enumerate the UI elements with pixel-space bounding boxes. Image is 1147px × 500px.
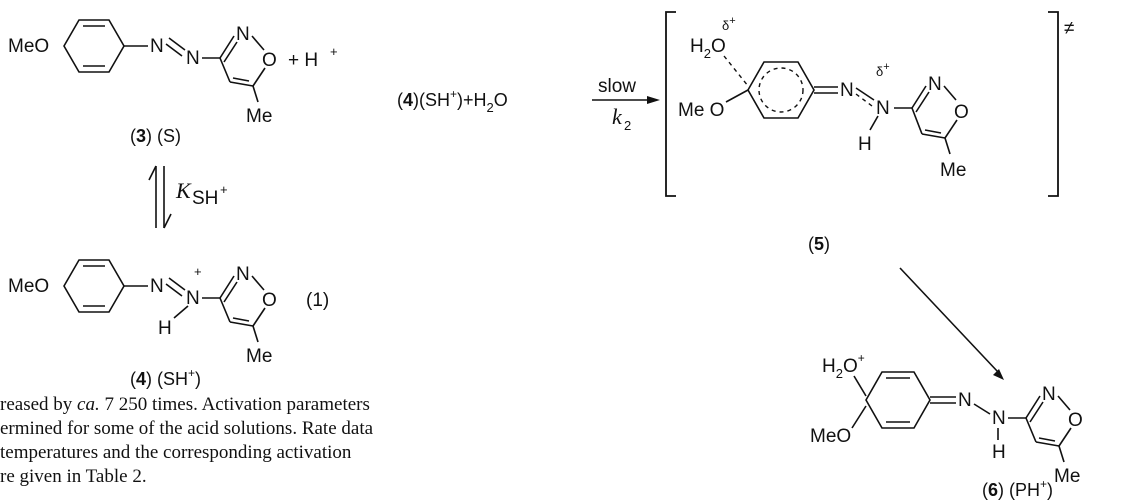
body-line-1-text: reased by ca. 7 250 times. Activation pa… xyxy=(0,394,370,415)
s6-methyl: Me xyxy=(1054,466,1080,487)
body-line-3: temperatures and the corresponding activ… xyxy=(0,442,352,463)
s5-h2o: H2O xyxy=(690,36,726,61)
s4-meo-label: MeO xyxy=(8,276,49,297)
s4-azo-n1: N xyxy=(150,276,164,297)
s5-n2: N xyxy=(876,98,890,119)
body-italic-ca: ca. xyxy=(77,394,100,415)
equilibrium-constant-subscript: SH xyxy=(192,188,218,209)
s3-azo-n1: N xyxy=(150,36,164,57)
s6-meo-label: MeO xyxy=(810,426,851,447)
s4-caption-number: 4 xyxy=(136,369,146,389)
s4-ring-o: O xyxy=(262,290,277,311)
ts-left-bracket xyxy=(665,11,676,197)
ts-double-dagger: ≠ xyxy=(1064,18,1074,39)
s6-n1: N xyxy=(958,390,972,411)
s3-benzene-ring xyxy=(63,19,125,73)
rate-constant-subscript: 2 xyxy=(624,118,631,133)
rate-constant-k: k xyxy=(612,104,623,129)
s4-methyl: Me xyxy=(246,346,272,367)
body-paragraph: reased by ca. 7 250 times. Activation pa… xyxy=(0,393,374,489)
s5-ring-n: N xyxy=(928,74,942,95)
s3-meo-label: MeO xyxy=(8,36,49,57)
s3-azo-n2: N xyxy=(186,48,200,69)
structure-4-protonated: MeO N + N H N O Me (1) (4) (SH+) xyxy=(8,259,329,389)
body-line-2: ermined for some of the acid solutions. … xyxy=(0,418,374,439)
structure-3-substrate: MeO N N N O Me + H + (3) (S) xyxy=(8,19,338,146)
structure-6-product: H2O+ MeO N N H N O Me (6) (PH+) xyxy=(810,351,1083,500)
s6-n-hydrogen: H xyxy=(992,442,1006,463)
equilibrium-constant-charge: + xyxy=(220,182,228,197)
s3-ring-o: O xyxy=(262,50,277,71)
s6-ring xyxy=(865,371,931,429)
s5-ring-o: O xyxy=(954,102,969,123)
s6-h2o: H2O+ xyxy=(822,351,865,381)
arrow-label-slow: slow xyxy=(598,76,636,97)
s5-methyl: Me xyxy=(940,160,966,181)
s3-plus-h: + H xyxy=(288,50,318,71)
body-line-1: reased by ca. 7 250 times. Activation pa… xyxy=(0,393,370,417)
body-line-4: re given in Table 2. xyxy=(0,466,147,487)
rate-determining-step: (4)(SH+)+H2O slow k 2 xyxy=(397,76,660,133)
s5-ring xyxy=(747,61,815,119)
s4-azo-n2-charge: + xyxy=(194,264,202,279)
s3-caption: (3) (S) xyxy=(130,126,181,146)
s6-ring-n: N xyxy=(1042,384,1056,405)
s5-delta-plus-n: δ+ xyxy=(876,61,890,79)
s4-caption: (4) (SH+) xyxy=(130,366,201,389)
s3-caption-species: (S) xyxy=(152,126,181,146)
s3-ring-n: N xyxy=(236,24,250,45)
arrow-5-to-6 xyxy=(899,267,1004,380)
s4-caption-species: (SH xyxy=(152,369,188,389)
s3-methyl: Me xyxy=(246,106,272,127)
reaction-lhs: (4)(SH+)+H2O xyxy=(397,87,508,115)
s5-meo-label: Me O xyxy=(678,100,724,121)
s4-n-hydrogen: H xyxy=(158,318,172,339)
s4-benzene-ring xyxy=(63,259,125,313)
s6-caption: (6) (PH+) xyxy=(982,477,1053,500)
s4-azo-n2: N xyxy=(186,288,200,309)
equilibrium-arrows: K SH + xyxy=(148,165,228,229)
ts-right-bracket xyxy=(1048,11,1059,197)
s5-caption: (5) xyxy=(808,234,830,254)
s4-caption-charge: + xyxy=(188,366,195,380)
s5-delta-plus-water: δ+ xyxy=(722,15,736,33)
equilibrium-constant-k: K xyxy=(175,178,192,203)
s6-n2: N xyxy=(992,408,1006,429)
s3-caption-number: 3 xyxy=(136,126,146,146)
s6-ring-o: O xyxy=(1068,410,1083,431)
s5-n1: N xyxy=(840,80,854,101)
s5-n-hydrogen: H xyxy=(858,134,872,155)
structure-5-transition-state: ≠ H2O δ+ Me O N δ+ N H N O Me (5) xyxy=(665,11,1074,254)
s3-plus-h-charge: + xyxy=(330,44,338,59)
s4-compound-ref: (1) xyxy=(306,290,329,311)
s4-ring-n: N xyxy=(236,264,250,285)
